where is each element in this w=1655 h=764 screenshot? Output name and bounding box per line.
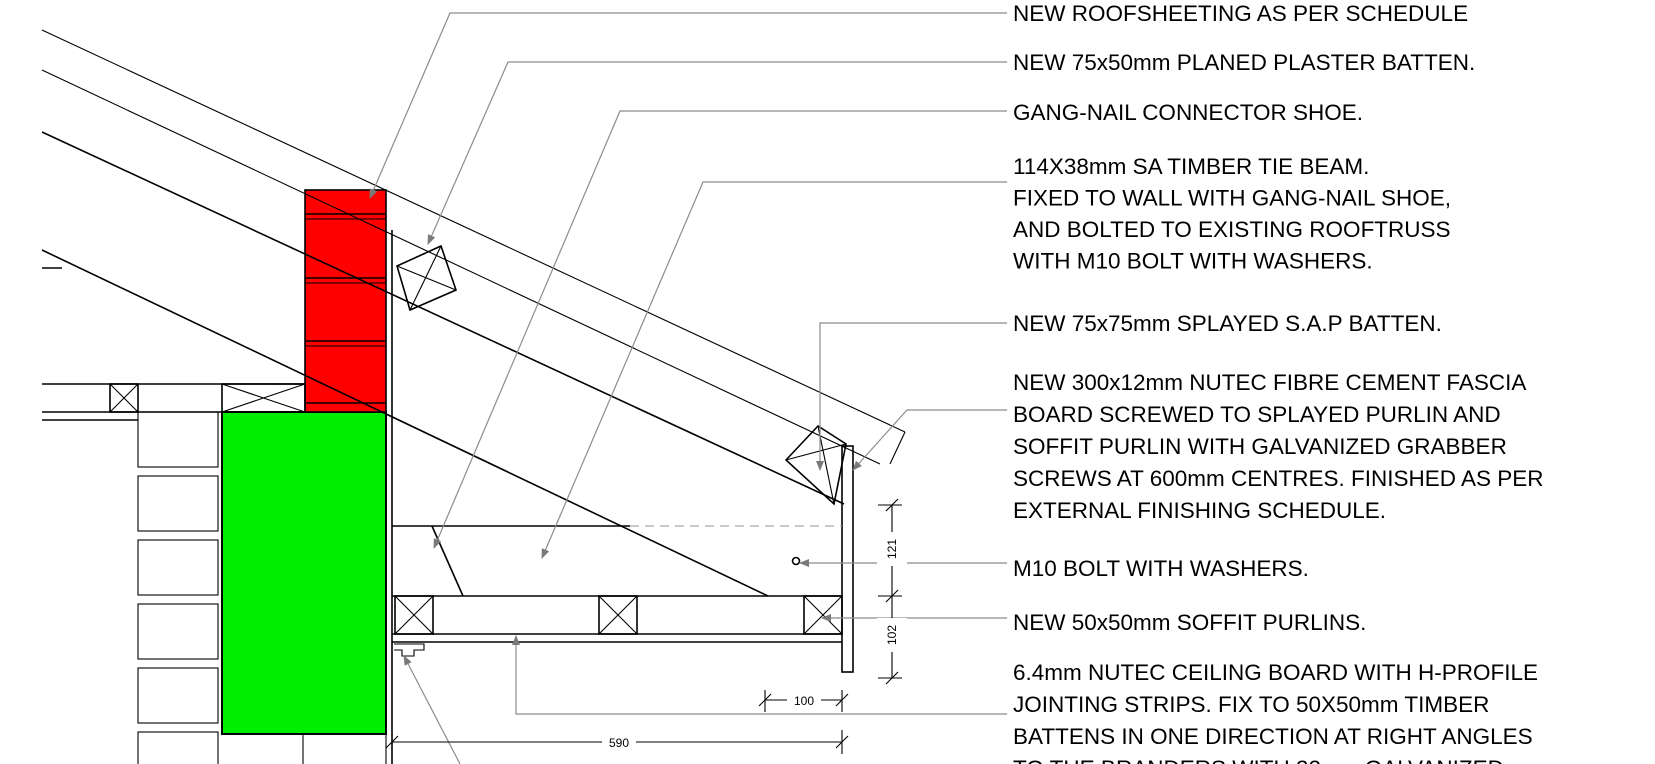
dimension-100: 100	[794, 694, 814, 708]
red-brick-wall	[304, 189, 387, 413]
note-splayed-batten: NEW 75x75mm SPLAYED S.A.P BATTEN.	[1013, 311, 1442, 336]
dimension-590: 590	[609, 736, 629, 750]
soffit-purlins	[392, 595, 843, 635]
concrete-block-column	[137, 411, 219, 764]
note-soffit-purlins: NEW 50x50mm SOFFIT PURLINS.	[1013, 610, 1366, 635]
bolt-symbol	[791, 556, 801, 566]
ceiling-board	[392, 641, 842, 657]
green-block-wall	[221, 411, 387, 764]
splayed-batten-block	[784, 424, 847, 506]
plaster-batten-block	[396, 244, 457, 312]
wall-plate	[42, 383, 306, 421]
dimension-102: 102	[885, 625, 899, 645]
note-fascia: NEW 300x12mm NUTEC FIBRE CEMENT FASCIA B…	[1013, 370, 1550, 523]
dimension-121: 121	[885, 539, 899, 559]
roof-sheeting	[41, 29, 906, 465]
note-ceiling-board: 6.4mm NUTEC CEILING BOARD WITH H-PROFILE…	[1013, 660, 1544, 764]
leader-lines	[369, 12, 1007, 764]
tie-beam	[392, 525, 842, 597]
note-bolt: M10 BOLT WITH WASHERS.	[1013, 556, 1309, 581]
note-roofsheeting: NEW ROOFSHEETING AS PER SCHEDULE	[1013, 1, 1468, 26]
annotation-notes: NEW ROOFSHEETING AS PER SCHEDULE NEW 75x…	[1013, 1, 1550, 764]
rafter-lower-line	[41, 249, 769, 597]
fascia-board	[841, 445, 854, 673]
note-tie-beam: 114X38mm SA TIMBER TIE BEAM. FIXED TO WA…	[1013, 154, 1457, 274]
note-connector-shoe: GANG-NAIL CONNECTOR SHOE.	[1013, 100, 1363, 125]
note-plaster-batten: NEW 75x50mm PLANED PLASTER BATTEN.	[1013, 50, 1475, 75]
rafter-top-chord	[41, 131, 845, 505]
